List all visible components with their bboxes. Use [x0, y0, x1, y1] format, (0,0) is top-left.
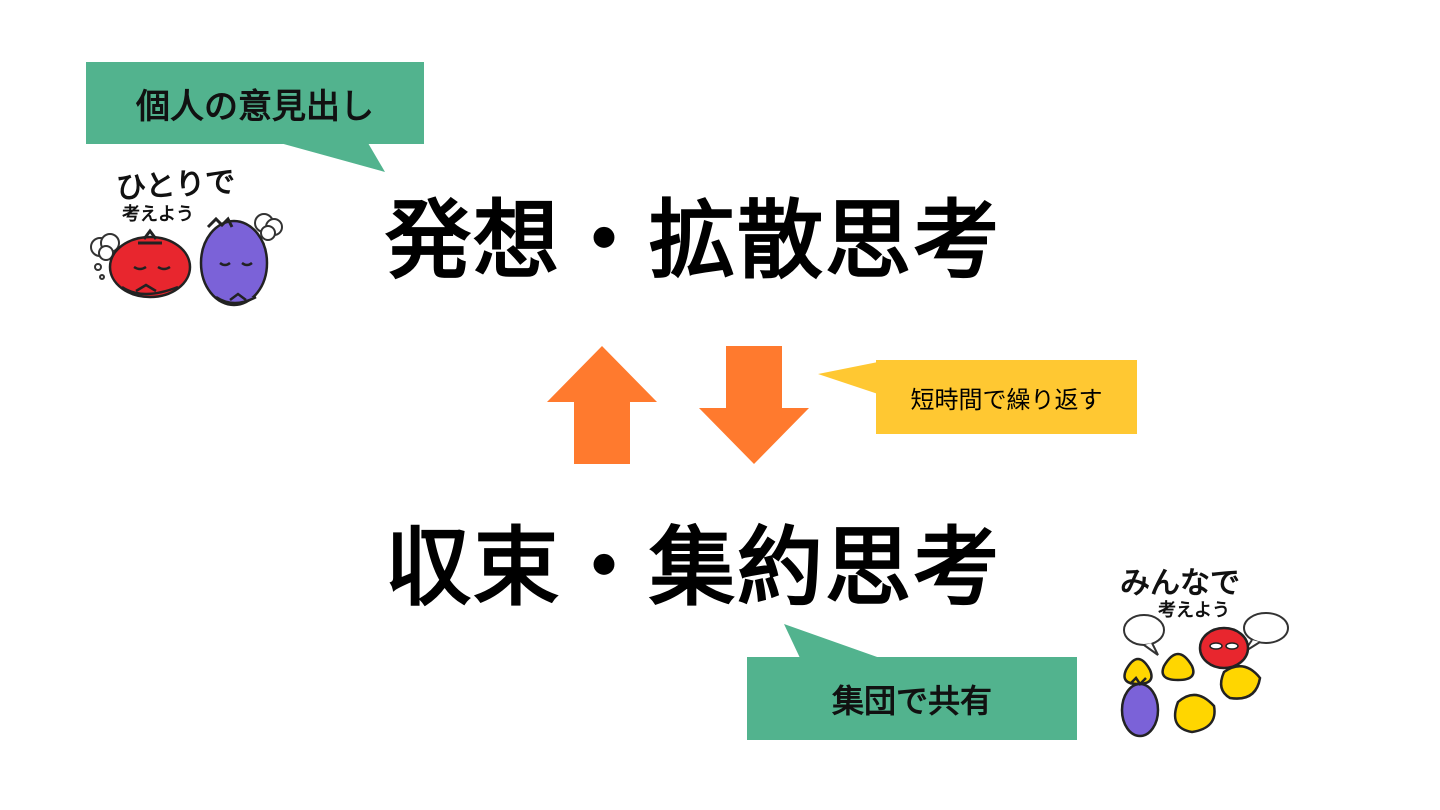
- together-characters-illustration: [1120, 612, 1289, 738]
- speech-bubble-icon: [1243, 612, 1289, 653]
- onion-character-icon: [1123, 652, 1262, 734]
- speech-bubble-icon: [1123, 614, 1165, 656]
- callout-share-label: 集団で共有: [831, 681, 992, 720]
- callout-repeat-label: 短時間で繰り返す: [910, 385, 1103, 414]
- tomato-character-icon: [108, 228, 192, 299]
- heading-divergent-thinking: 発想・拡散思考: [385, 191, 1001, 291]
- alone-caption-2: 考えよう: [122, 204, 194, 225]
- together-caption-2: 考えよう: [1158, 600, 1230, 621]
- callout-individual: 個人の意見出し: [86, 62, 424, 144]
- tomato-character-icon: [1198, 626, 1250, 670]
- callout-individual-label: 個人の意見出し: [136, 86, 374, 127]
- arrow-down-icon: [699, 346, 809, 464]
- eggplant-character-icon: [199, 216, 269, 307]
- alone-characters-illustration: [90, 213, 283, 307]
- eggplant-character-icon: [1120, 676, 1160, 738]
- callout-share: 集団で共有: [747, 657, 1077, 740]
- callout-repeat: 短時間で繰り返す: [876, 360, 1137, 434]
- together-caption-1: みんなで: [1120, 566, 1240, 601]
- arrow-up-icon: [547, 346, 657, 464]
- heading-convergent-thinking: 収束・集約思考: [385, 518, 1001, 618]
